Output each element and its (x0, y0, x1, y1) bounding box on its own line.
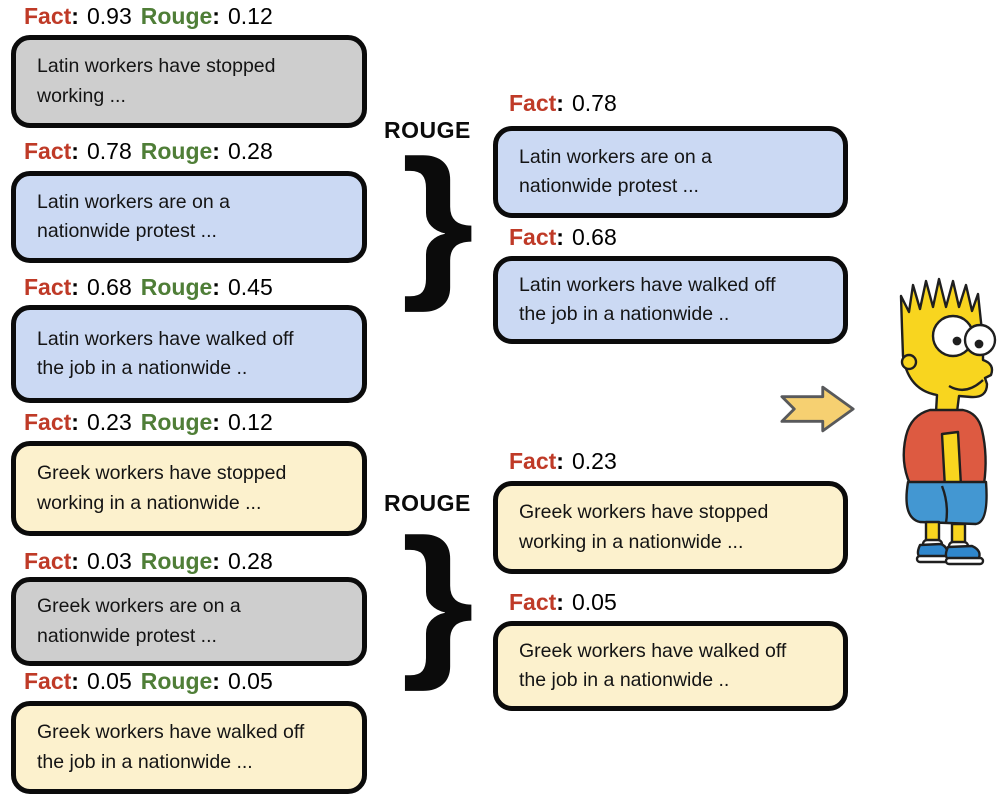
bart-pupil (952, 336, 962, 346)
colon: : (556, 224, 564, 250)
fact-label: Fact (24, 409, 72, 435)
colon: : (71, 548, 79, 574)
summary-card: Latin workers have stopped working ... (11, 35, 367, 128)
summary-card: Latin workers have walked off the job in… (11, 305, 367, 403)
rouge-value: 0.05 (227, 668, 273, 694)
fact-label: Fact (509, 448, 557, 474)
summary-card: Latin workers are on a nationwide protes… (493, 126, 848, 218)
fact-label: Fact (509, 224, 557, 250)
summary-text: Latin workers have walked off the job in… (37, 327, 294, 379)
summary-text: Greek workers have walked off the job in… (37, 721, 305, 773)
score-label: Fact:0.05 (509, 589, 617, 616)
rouge-value: 0.45 (227, 274, 273, 300)
summary-text: Greek workers have stopped working in a … (519, 501, 769, 553)
summary-text: Latin workers have stopped working ... (37, 55, 276, 107)
bart-ear (900, 353, 918, 371)
summary-text: Greek workers have stopped working in a … (37, 462, 287, 514)
fact-label: Fact (509, 90, 557, 116)
fact-value: 0.78 (571, 90, 617, 116)
bart-pupil (974, 339, 984, 349)
fact-label: Fact (24, 548, 72, 574)
summary-card: Greek workers have stopped working in a … (11, 441, 367, 536)
rouge-label: Rouge (140, 3, 213, 29)
fact-value: 0.78 (86, 138, 132, 164)
colon: : (212, 138, 220, 164)
bart-smile (948, 379, 984, 392)
fact-label: Fact (24, 668, 72, 694)
rouge-label: Rouge (140, 138, 213, 164)
colon: : (212, 3, 220, 29)
summary-card: Greek workers have walked off the job in… (493, 621, 848, 711)
fact-value: 0.05 (86, 668, 132, 694)
fact-label: Fact (509, 589, 557, 615)
fact-label: Fact (24, 138, 72, 164)
colon: : (556, 448, 564, 474)
colon: : (71, 3, 79, 29)
colon: : (212, 274, 220, 300)
summary-card: Greek workers have walked off the job in… (11, 701, 367, 794)
colon: : (71, 138, 79, 164)
brace-icon: } (401, 504, 475, 692)
fact-label: Fact (24, 3, 72, 29)
rouge-value: 0.12 (227, 3, 273, 29)
colon: : (212, 668, 220, 694)
rouge-operator-label: ROUGE (384, 117, 471, 143)
colon: : (71, 274, 79, 300)
summary-text: Latin workers have walked off the job in… (519, 273, 776, 325)
rouge-label: Rouge (140, 274, 213, 300)
summary-text: Latin workers are on a nationwide protes… (519, 145, 712, 197)
summary-card: Latin workers are on a nationwide protes… (11, 171, 367, 263)
score-label: Fact:0.78 (509, 90, 617, 117)
fact-value: 0.23 (571, 448, 617, 474)
summary-text: Greek workers are on a nationwide protes… (37, 595, 241, 647)
bart-shorts-crease (940, 485, 949, 524)
bart-arm (940, 430, 963, 490)
summary-card: Latin workers have walked off the job in… (493, 256, 848, 344)
colon: : (212, 409, 220, 435)
rouge-value: 0.12 (227, 409, 273, 435)
colon: : (212, 548, 220, 574)
fact-value: 0.05 (571, 589, 617, 615)
bart-shoe-sole (944, 556, 985, 566)
rouge-value: 0.28 (227, 138, 273, 164)
summary-text: Greek workers have walked off the job in… (519, 639, 787, 691)
fact-value: 0.03 (86, 548, 132, 574)
brace-icon: } (401, 125, 475, 313)
cartoon-character-bart (899, 277, 997, 566)
colon: : (71, 668, 79, 694)
fact-value: 0.68 (571, 224, 617, 250)
rouge-label: Rouge (140, 409, 213, 435)
summary-card: Greek workers are on a nationwide protes… (11, 577, 367, 666)
fact-value: 0.93 (86, 3, 132, 29)
fact-label: Fact (24, 274, 72, 300)
colon: : (556, 90, 564, 116)
summary-text: Latin workers are on a nationwide protes… (37, 190, 230, 242)
rouge-label: Rouge (140, 548, 213, 574)
colon: : (556, 589, 564, 615)
colon: : (71, 409, 79, 435)
rouge-label: Rouge (140, 668, 213, 694)
fact-value: 0.23 (86, 409, 132, 435)
rouge-operator-label: ROUGE (384, 490, 471, 516)
score-label: Fact:0.23 (509, 448, 617, 475)
fact-value: 0.68 (86, 274, 132, 300)
right-arrow-icon (780, 385, 855, 433)
score-label: Fact:0.68 (509, 224, 617, 251)
summary-card: Greek workers have stopped working in a … (493, 481, 848, 574)
rouge-value: 0.28 (227, 548, 273, 574)
